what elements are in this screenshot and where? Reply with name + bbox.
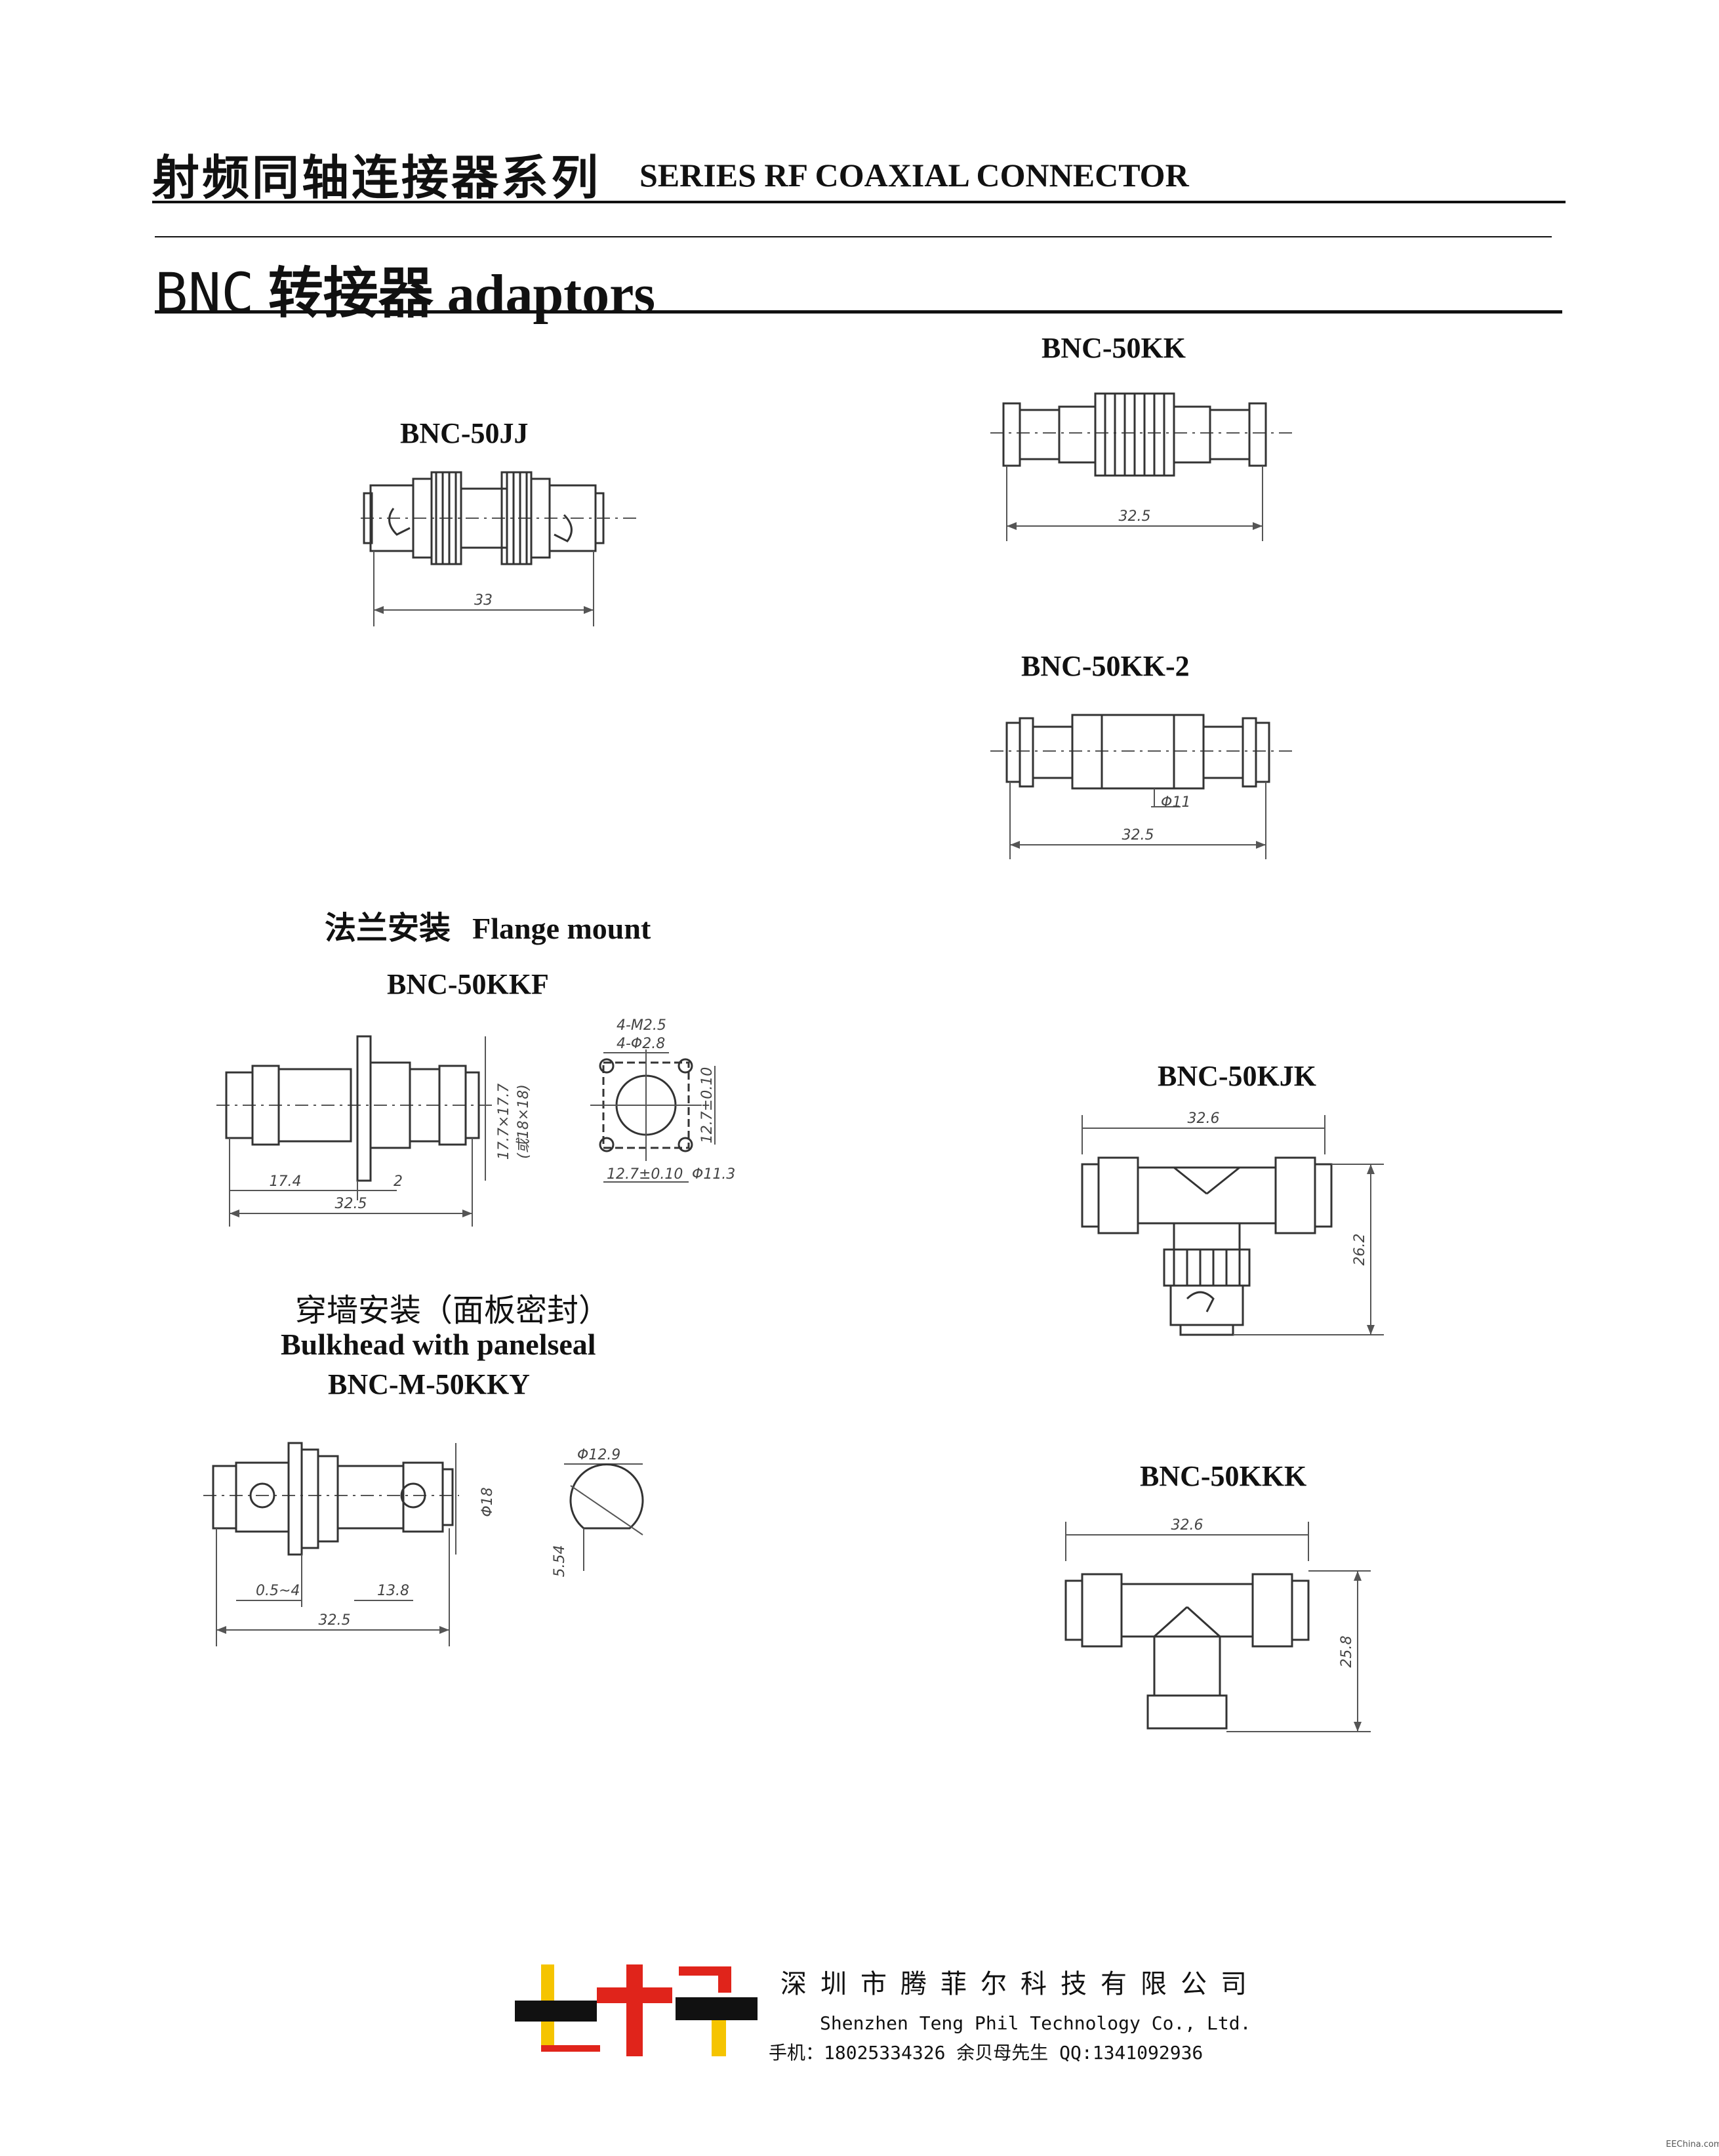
- dim-kjk-height: 26.2: [1352, 1234, 1368, 1266]
- drawing-kk2: Φ11 32.5: [984, 702, 1299, 872]
- model-label-kky: BNC-M-50KKY: [328, 1368, 530, 1400]
- header-rule-thick: [152, 201, 1566, 203]
- section-rule: [155, 310, 1562, 314]
- dim-kky-b: 13.8: [377, 1583, 409, 1599]
- dim-kky-cut: Φ12.9: [577, 1447, 620, 1463]
- group-flange-mount: 法兰安装 Flange mount: [325, 902, 651, 948]
- dim-jj-length: 33: [474, 592, 493, 609]
- flange-caption-en: Flange mount: [472, 912, 651, 945]
- drawing-kk: 32.5: [984, 380, 1299, 558]
- model-label-kk2: BNC-50KK-2: [1021, 650, 1190, 682]
- company-name-en: Shenzhen Teng Phil Technology Co., Ltd.: [820, 2012, 1251, 2034]
- section-title: BNC 转接器 adaptors: [155, 249, 655, 329]
- drawing-kjk: 32.6 26.2: [1062, 1110, 1404, 1364]
- dim-kkf-pitch-v: 12.7±0.10: [699, 1067, 716, 1143]
- drawing-jj: 33: [354, 453, 643, 636]
- dim-kk2-dia: Φ11: [1161, 794, 1190, 811]
- model-label-kkf: BNC-50KKF: [387, 968, 549, 1000]
- header-rule-thin: [155, 236, 1552, 237]
- dim-kk-length: 32.5: [1119, 508, 1151, 525]
- dim-kk2-length: 32.5: [1122, 827, 1154, 844]
- company-logo: [515, 1964, 758, 2056]
- dim-kkf-flange: 17.7×17.7: [496, 1084, 512, 1160]
- model-label-kk: BNC-50KK: [1042, 332, 1186, 364]
- dim-kkf-a: 17.4: [270, 1173, 302, 1190]
- watermark: EEChina.com: [1666, 2140, 1719, 2149]
- series-title-cn: 射频同轴连接器系列: [152, 150, 601, 205]
- dim-kjk-width: 32.6: [1188, 1110, 1220, 1127]
- dim-kky-dia: Φ18: [479, 1487, 496, 1516]
- dim-kkk-height: 25.8: [1339, 1636, 1355, 1668]
- company-name-cn: 深圳市腾菲尔科技有限公司: [780, 1969, 1261, 1999]
- dim-kkf-holes-2: 4-Φ2.8: [617, 1036, 665, 1052]
- dim-kkf-length: 32.5: [335, 1196, 367, 1212]
- drawing-kkk: 32.6 25.8: [1049, 1517, 1390, 1758]
- dim-kky-length: 32.5: [319, 1612, 351, 1629]
- flange-caption-cn: 法兰安装: [325, 910, 451, 946]
- model-label-jj: BNC-50JJ: [400, 417, 529, 449]
- series-title-en: SERIES RF COAXIAL CONNECTOR: [639, 157, 1189, 193]
- model-label-kjk: BNC-50KJK: [1158, 1060, 1316, 1092]
- dim-kkk-width: 32.6: [1171, 1517, 1203, 1534]
- dim-kky-panel: 0.5~4: [256, 1583, 300, 1599]
- section-title-cn: 转接器: [268, 260, 434, 325]
- section-title-bnc: BNC: [155, 261, 254, 325]
- model-label-kkk: BNC-50KKK: [1140, 1460, 1307, 1492]
- bulkhead-caption-cn: 穿墙安装（面板密封）: [295, 1292, 611, 1329]
- contact-line: 手机：18025334326 余贝母先生 QQ:1341092936: [769, 2042, 1203, 2064]
- dim-kkf-flange-alt: (或18×18): [516, 1084, 532, 1159]
- dim-kkf-pitch: 12.7±0.10: [607, 1166, 683, 1183]
- dim-kkf-hole-dia: Φ11.3: [692, 1166, 735, 1183]
- section-title-en: adaptors: [447, 264, 656, 325]
- bulkhead-caption-en: Bulkhead with panelseal: [281, 1328, 596, 1361]
- dim-kkf-holes-1: 4-M2.5: [617, 1017, 666, 1034]
- drawing-kkf: 17.7×17.7 (或18×18) 17.4 2 32.5 4-M2.5 4-…: [210, 1017, 735, 1233]
- dim-kky-flat: 5.54: [552, 1545, 568, 1577]
- drawing-kky: Φ18 0.5~4 13.8 32.5 Φ12.9 5.54: [197, 1430, 682, 1653]
- dim-kkf-b: 2: [394, 1173, 403, 1190]
